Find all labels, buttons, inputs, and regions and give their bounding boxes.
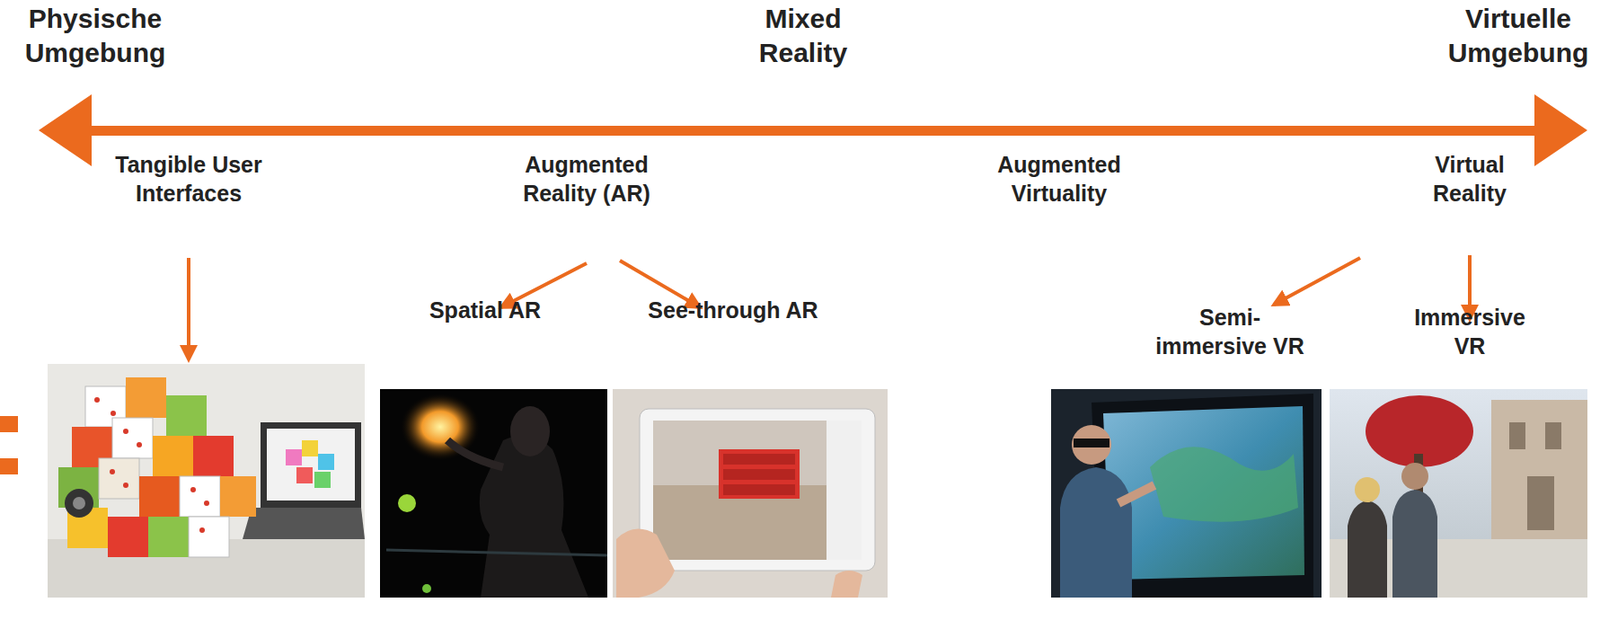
continuum-label: Virtual Reality bbox=[1414, 150, 1527, 208]
tangible-photo-part bbox=[266, 428, 355, 501]
continuum-label: Tangible User Interfaces bbox=[108, 150, 269, 208]
continuum-arrow bbox=[38, 94, 1588, 167]
continuum-label: Immersive VR bbox=[1405, 302, 1534, 361]
tangible-photo-part bbox=[148, 516, 189, 557]
see-through-ar-photo-part bbox=[723, 468, 796, 480]
tangible-photo-part bbox=[318, 453, 335, 470]
see-through-ar-photo-part bbox=[830, 570, 863, 598]
continuum-label: Spatial AR bbox=[408, 295, 562, 325]
continuum-label: See-through AR bbox=[634, 295, 832, 325]
tangible-photo-part bbox=[72, 496, 86, 510]
tangible-photo-part-part bbox=[136, 441, 142, 448]
tangible-photo-part bbox=[98, 458, 140, 499]
see-through-ar-photo-part bbox=[639, 408, 876, 571]
tangible-photo bbox=[47, 363, 365, 598]
tangible-photo-part bbox=[139, 476, 180, 517]
immersive-photo-part bbox=[1329, 388, 1588, 598]
tangible-photo-part bbox=[125, 377, 167, 418]
immersive-photo-part bbox=[1392, 489, 1438, 598]
spatial-ar-photo-part bbox=[397, 494, 416, 513]
continuum-label: Augmented Virtuality bbox=[985, 150, 1134, 208]
see-through-ar-photo-part bbox=[723, 453, 796, 465]
semi-immersive-photo-part bbox=[1073, 438, 1110, 448]
tangible-photo-part bbox=[47, 363, 365, 598]
continuum-arrow-part bbox=[1534, 94, 1588, 167]
branch-arrows-part bbox=[186, 257, 191, 360]
tangible-photo-part bbox=[296, 467, 313, 484]
spatial-ar-photo-part bbox=[380, 388, 608, 598]
tangible-photo-part bbox=[301, 440, 319, 457]
semi-immersive-photo-part bbox=[1051, 388, 1322, 598]
tangible-photo-part bbox=[260, 422, 362, 508]
continuum-label: Semi- immersive VR bbox=[1148, 302, 1312, 361]
tangible-photo-part bbox=[179, 476, 221, 517]
tangible-photo-part-part bbox=[190, 486, 196, 493]
see-through-ar-photo-part bbox=[653, 420, 862, 560]
tangible-photo-part-part bbox=[109, 468, 115, 475]
immersive-photo-part bbox=[1401, 462, 1429, 490]
immersive-photo-part bbox=[1545, 422, 1562, 450]
tangible-photo-part bbox=[107, 516, 149, 557]
immersive-photo bbox=[1329, 388, 1588, 598]
semi-immersive-photo-part bbox=[1103, 406, 1305, 580]
spatial-ar-photo-part bbox=[510, 406, 550, 457]
spatial-ar-photo-part bbox=[447, 440, 504, 468]
tangible-photo-part bbox=[314, 471, 331, 488]
edge-bullets-part bbox=[0, 415, 18, 433]
see-through-ar-photo-part bbox=[616, 529, 675, 598]
branch-arrows-part bbox=[1273, 257, 1361, 305]
tangible-photo-part bbox=[242, 507, 365, 540]
semi-immersive-photo bbox=[1051, 388, 1322, 598]
see-through-ar-photo-part bbox=[718, 449, 800, 499]
spatial-ar-photo-part bbox=[386, 549, 608, 556]
tangible-photo-part bbox=[112, 417, 153, 459]
see-through-ar-photo bbox=[612, 388, 888, 598]
see-through-ar-photo-part bbox=[612, 388, 888, 598]
continuum-label: Augmented Reality (AR) bbox=[512, 150, 662, 208]
tangible-photo-part bbox=[220, 476, 257, 517]
immersive-photo-part bbox=[1509, 422, 1526, 450]
semi-immersive-photo-part bbox=[1060, 467, 1132, 598]
continuum-arrow-part bbox=[38, 94, 92, 167]
tangible-photo-part bbox=[152, 435, 194, 477]
immersive-photo-part bbox=[1354, 477, 1380, 503]
tangible-photo-part bbox=[188, 516, 230, 557]
tangible-photo-part bbox=[166, 395, 207, 436]
tangible-photo-part-part bbox=[110, 410, 116, 416]
tangible-photo-part-part bbox=[94, 397, 100, 403]
continuum-label: Mixed Reality bbox=[725, 1, 881, 71]
continuum-label: Virtuelle Umgebung bbox=[1443, 1, 1593, 71]
tangible-photo-part-part bbox=[123, 482, 129, 488]
spatial-ar-photo-part bbox=[479, 434, 589, 598]
tangible-photo-part bbox=[285, 449, 302, 466]
tangible-photo-part bbox=[64, 488, 94, 518]
branch-arrows bbox=[188, 255, 1470, 360]
tangible-photo-part-part bbox=[199, 527, 205, 533]
immersive-photo-part bbox=[1527, 476, 1555, 531]
spatial-ar-photo-part bbox=[422, 583, 432, 593]
semi-immersive-photo-part bbox=[1149, 446, 1299, 522]
semi-immersive-photo-part bbox=[1071, 424, 1112, 465]
spatial-ar-photo bbox=[380, 388, 608, 598]
continuum-arrow-part bbox=[85, 125, 1541, 136]
tangible-photo-part-part bbox=[203, 500, 210, 506]
tangible-photo-part bbox=[94, 397, 210, 533]
see-through-ar-photo-part bbox=[723, 484, 796, 496]
continuum-label: Physische Umgebung bbox=[17, 1, 173, 71]
immersive-photo-part bbox=[1347, 500, 1388, 598]
tangible-photo-part bbox=[193, 435, 234, 477]
tangible-photo-part-part bbox=[123, 428, 129, 434]
edge-bullets bbox=[0, 415, 18, 475]
semi-immersive-photo-part bbox=[1118, 485, 1155, 504]
edge-bullets-part bbox=[0, 458, 18, 475]
see-through-ar-photo-part bbox=[826, 420, 862, 560]
